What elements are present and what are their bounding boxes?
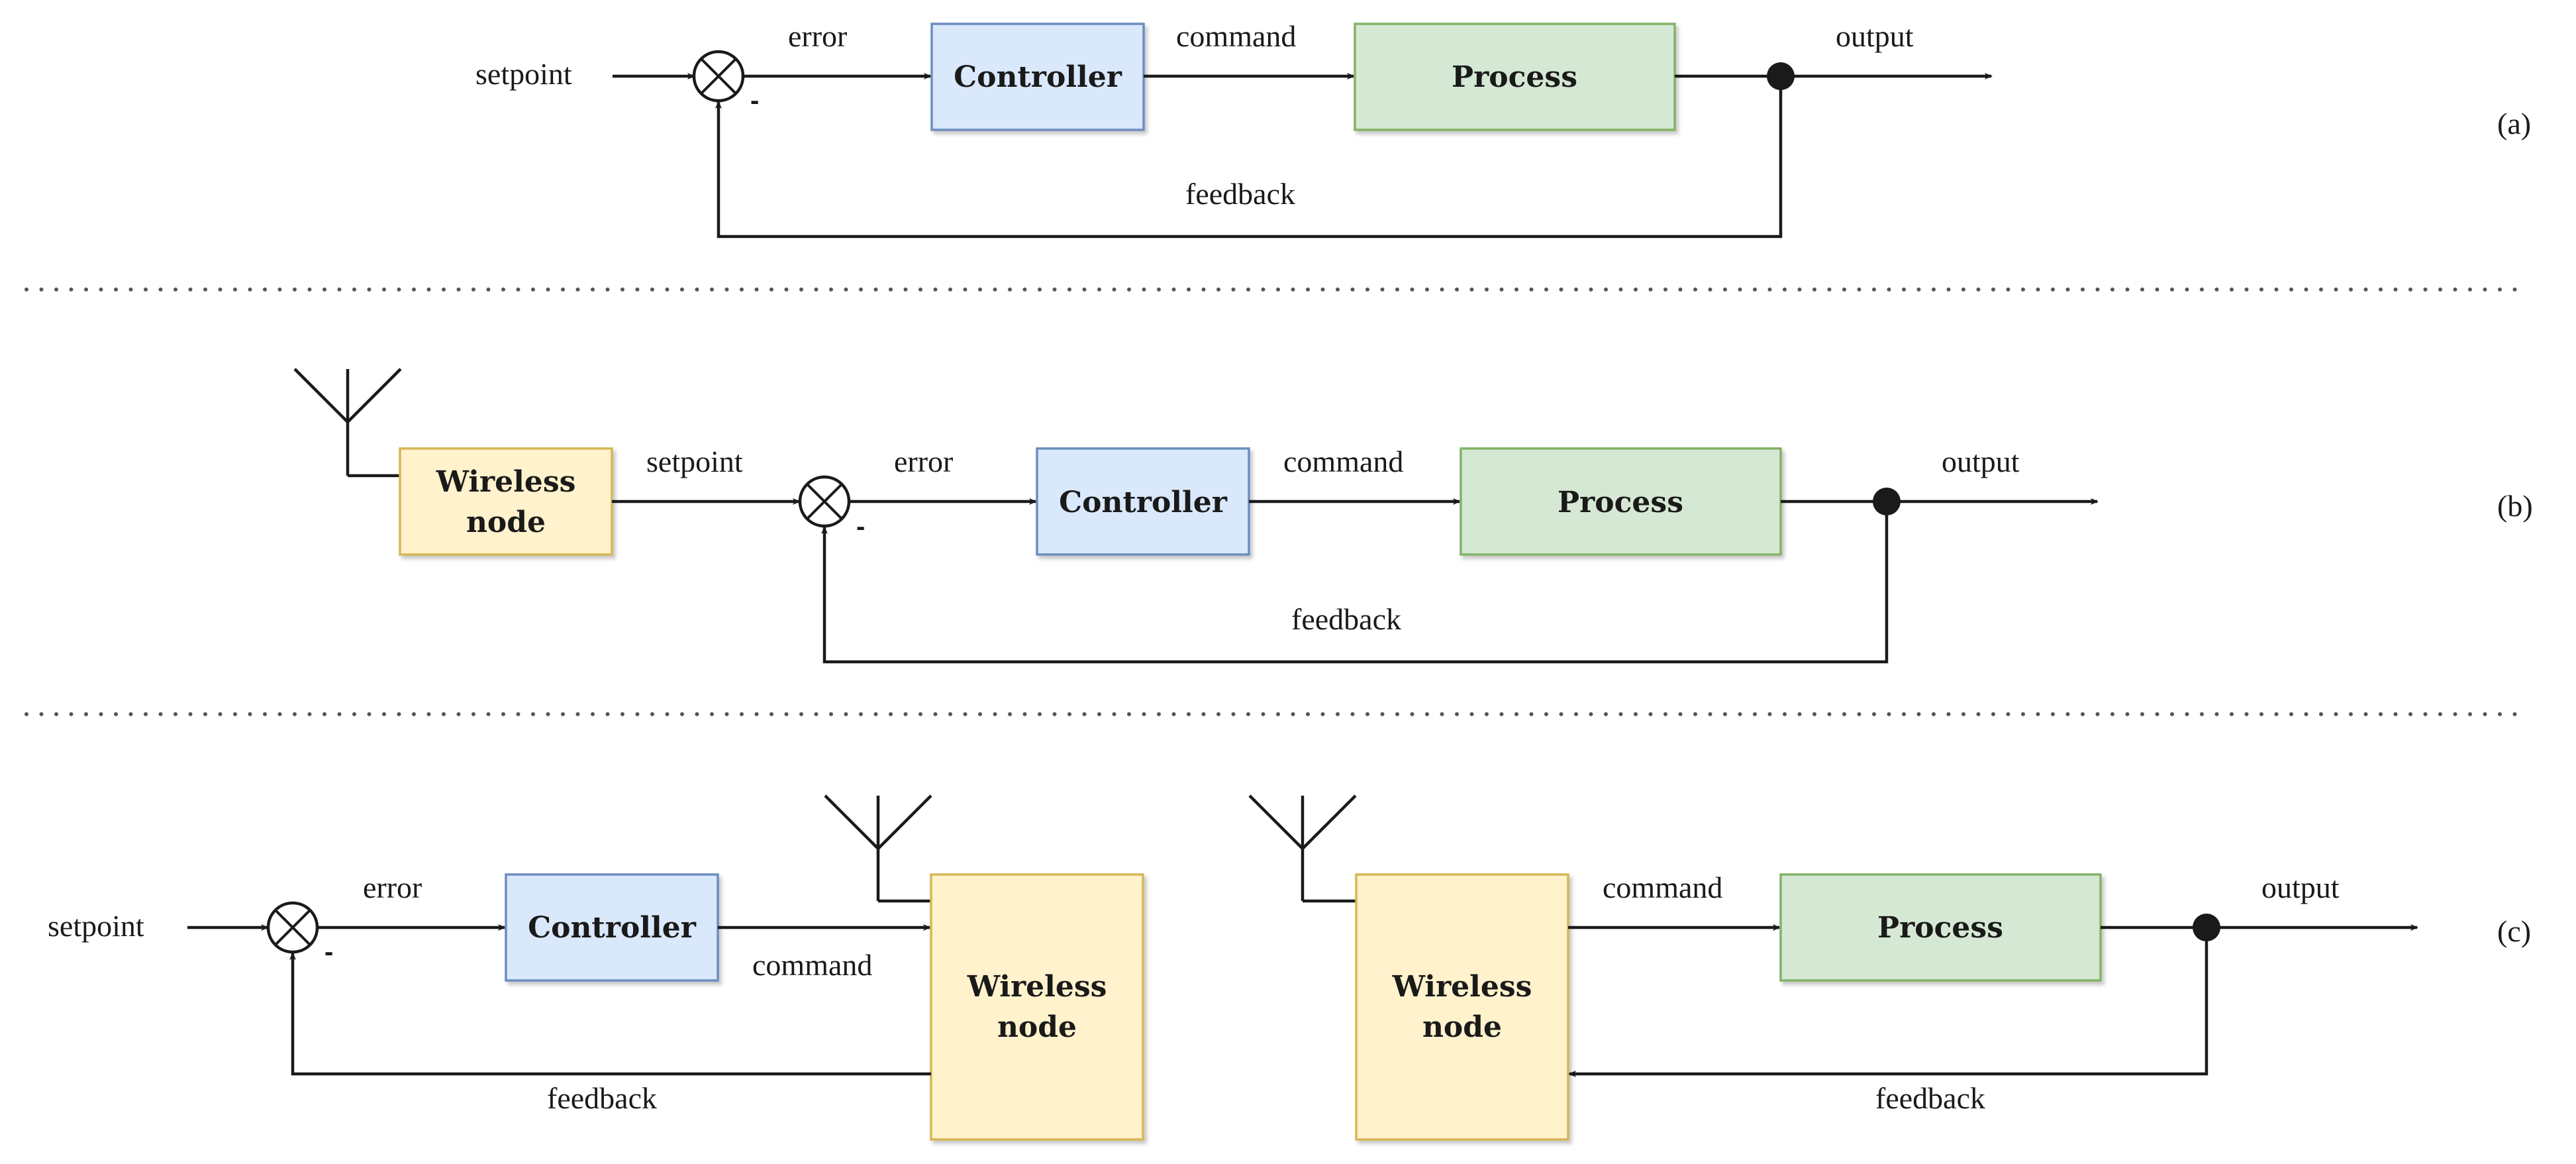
summing-junction (692, 50, 745, 103)
minus-sign: - (856, 512, 865, 541)
wireless-node-right-line2: node (1422, 1010, 1502, 1044)
summing-junction (266, 901, 319, 954)
wireless-node-left-line2: node (997, 1010, 1077, 1044)
panel-tag: (a) (2497, 107, 2531, 140)
controller-block (930, 23, 1145, 131)
wireless-node-label-line2: node (466, 505, 546, 539)
controller-label: Controller (528, 911, 697, 945)
feedback-label: feedback (1185, 177, 1295, 211)
feedback-path-right (1568, 927, 2208, 1077)
controller-block (1036, 447, 1250, 556)
wireless-node-block-left (930, 873, 1144, 1141)
panel-a: setpoint - error Controller command Proc… (475, 19, 2531, 238)
output-label: output (1942, 445, 2020, 478)
process-block (1779, 873, 2102, 982)
process-label: Process (1877, 911, 2003, 945)
wireless-node-block-right (1355, 873, 1569, 1141)
panel-tag: (b) (2497, 489, 2533, 523)
output-label: output (1836, 19, 1914, 53)
minus-sign: - (324, 937, 333, 967)
wireless-node-label-line1: Wireless (436, 465, 576, 499)
output-label: output (2261, 871, 2340, 904)
summing-junction (798, 475, 851, 528)
error-label: error (363, 871, 422, 904)
feedback-label-right: feedback (1875, 1081, 1985, 1115)
wireless-node-block (399, 447, 613, 556)
setpoint-label: setpoint (475, 57, 572, 91)
command-label: command (1283, 445, 1403, 478)
controller-label: Controller (1059, 486, 1228, 519)
antenna-icon (1248, 794, 1357, 903)
panel-tag: (c) (2497, 914, 2531, 948)
feedback-label-left: feedback (547, 1081, 657, 1115)
setpoint-label: setpoint (48, 909, 144, 943)
command-label-right: command (1603, 871, 1722, 904)
antenna-icon (293, 368, 402, 478)
wireless-node-right-line1: Wireless (1392, 970, 1532, 1004)
process-label: Process (1558, 486, 1683, 519)
feedback-path (715, 76, 1783, 238)
antenna-icon (824, 794, 932, 903)
command-label: command (1176, 19, 1296, 53)
process-label: Process (1452, 60, 1577, 94)
error-label: error (788, 19, 847, 53)
command-label-left: command (752, 948, 872, 982)
process-block (1460, 447, 1782, 556)
controller-label: Controller (954, 60, 1122, 94)
process-block (1354, 23, 1676, 131)
feedback-path-left (289, 952, 931, 1076)
wireless-node-left-line1: Wireless (967, 970, 1107, 1004)
feedback-label: feedback (1291, 602, 1401, 636)
minus-sign: - (750, 86, 759, 115)
panel-c: setpoint - error Controller command Wire… (48, 794, 2531, 1141)
setpoint-label: setpoint (646, 445, 743, 478)
feedback-path (821, 502, 1889, 664)
error-label: error (894, 445, 953, 478)
controller-block (505, 873, 719, 982)
panel-b: Wireless node setpoint - error Controlle… (293, 368, 2533, 664)
